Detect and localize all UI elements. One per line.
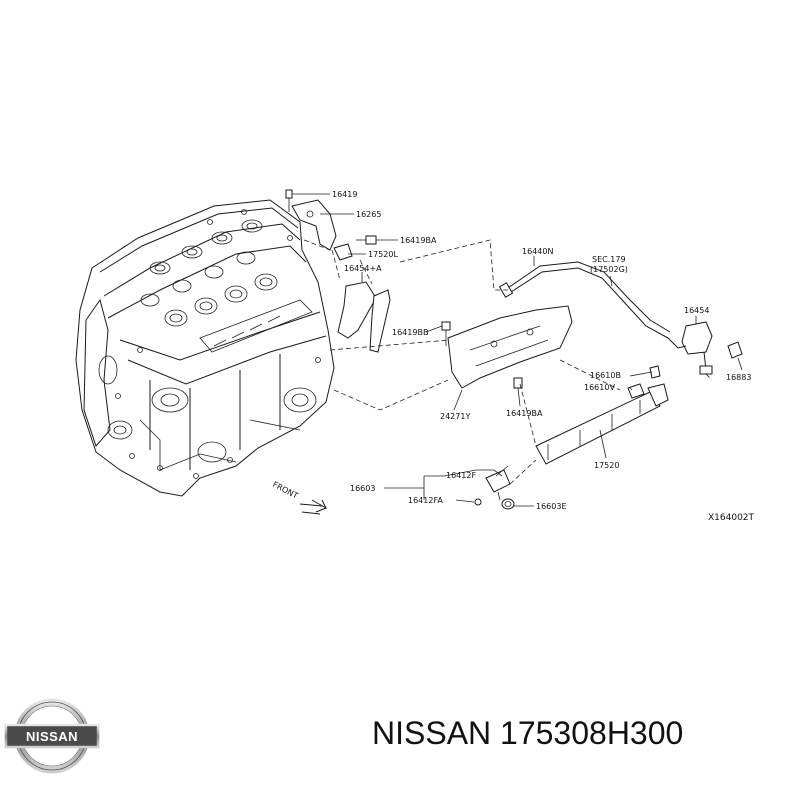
label-16883: 16883 xyxy=(726,373,751,382)
part-17520l-clip xyxy=(333,243,353,261)
label-16603: 16603 xyxy=(350,484,375,493)
label-16454a: 16454+A xyxy=(344,264,382,273)
assembly-lines xyxy=(303,239,713,485)
nissan-logo: NISSAN xyxy=(4,698,100,774)
part-16883-clip xyxy=(727,341,743,359)
front-label: FRONT xyxy=(271,480,299,501)
label-16419ba-top: 16419BA xyxy=(400,236,437,245)
part-24271y-bracket xyxy=(447,305,573,389)
part-16419ba-bolt xyxy=(356,235,377,245)
label-17520: 17520 xyxy=(594,461,619,470)
drawing-code: X164002T xyxy=(708,513,755,523)
front-arrow: FRONT xyxy=(271,480,328,515)
part-16454a-bracket xyxy=(337,281,391,353)
label-16419ba-bottom: 16419BA xyxy=(506,409,543,418)
label-16412fa: 16412FA xyxy=(408,496,443,505)
leader-lines xyxy=(292,193,743,507)
part-16419bb-bolt xyxy=(441,321,451,346)
label-16454: 16454 xyxy=(684,306,709,315)
logo-text: NISSAN xyxy=(26,729,78,744)
part-16419-bolt xyxy=(285,189,293,212)
part-16610b-16610v-fittings xyxy=(627,365,661,399)
label-16419-top: 16419 xyxy=(332,190,357,199)
label-24271y: 24271Y xyxy=(440,412,470,421)
part-16603e-seal xyxy=(501,498,515,510)
label-16610b: 16610B xyxy=(590,371,621,380)
label-16265: 16265 xyxy=(356,210,381,219)
label-16412f: 16412F xyxy=(446,471,476,480)
engine-assembly xyxy=(75,199,335,497)
part-number-caption: NISSAN 175308H300 xyxy=(372,715,684,751)
part-16454-damper xyxy=(667,321,713,375)
label-17520l: 17520L xyxy=(368,250,398,259)
label-16610v: 16610V xyxy=(584,383,615,392)
label-sec179-line2: (17502G) xyxy=(590,265,628,274)
part-labels: 16419 16265 16419BA 17520L 16454+A 16440… xyxy=(332,190,751,511)
label-16440n: 16440N xyxy=(522,247,553,256)
label-sec179-line1: SEC.179 xyxy=(592,255,626,264)
part-17520-fuel-rail xyxy=(535,383,669,465)
label-16603e: 16603E xyxy=(536,502,567,511)
label-16419bb: 16419BB xyxy=(392,328,428,337)
part-16603-injector xyxy=(474,465,511,506)
